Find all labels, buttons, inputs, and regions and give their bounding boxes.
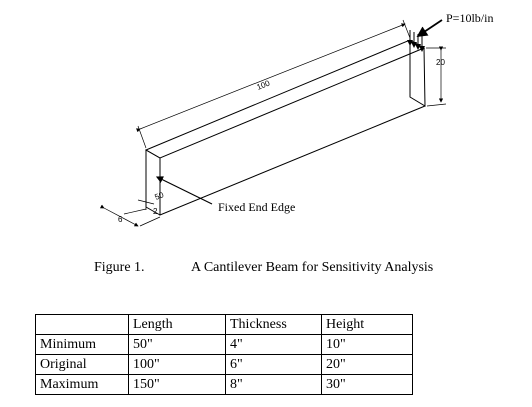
- table-row-minimum: Minimum 50" 4" 10": [35, 334, 413, 355]
- end-small-dim-label: 2: [153, 207, 158, 216]
- load-pointer-arrow: [416, 19, 443, 37]
- table-row-original: Original 100" 6" 20": [35, 354, 413, 375]
- thickness-dimension: [99, 204, 161, 227]
- height-dimension: [426, 46, 447, 107]
- table-header-row: Length Thickness Height: [35, 314, 413, 335]
- row-label: Minimum: [35, 334, 129, 355]
- height-cell: 30": [321, 374, 413, 395]
- beam-body: [144, 39, 426, 216]
- row-label: Original: [35, 354, 129, 375]
- thickness-cell: 6": [225, 354, 322, 375]
- header-cell-blank: [35, 314, 129, 335]
- row-label: Maximum: [35, 374, 129, 395]
- fixed-edge-arrow: [155, 176, 213, 205]
- length-cell: 100": [128, 354, 226, 375]
- height-cell: 20": [321, 354, 413, 375]
- thickness-cell: 4": [225, 334, 322, 355]
- length-cell: 50": [128, 334, 226, 355]
- length-dimension: [135, 19, 411, 149]
- height-dim-label: 20: [436, 58, 445, 67]
- thickness-cell: 8": [225, 374, 322, 395]
- header-cell-length: Length: [128, 314, 226, 335]
- parameter-table: Length Thickness Height Minimum 50" 4" 1…: [35, 314, 413, 395]
- header-cell-height: Height: [321, 314, 413, 335]
- caption-title: A Cantilever Beam for Sensitivity Analys…: [191, 260, 434, 275]
- fixed-edge-label: Fixed End Edge: [218, 200, 295, 214]
- header-cell-thickness: Thickness: [225, 314, 322, 335]
- end-dimension: [137, 192, 155, 210]
- thickness-dim-label: 6: [118, 215, 123, 224]
- table-row-maximum: Maximum 150" 8" 30": [35, 374, 413, 395]
- end-height-dim-label: 50: [153, 190, 165, 202]
- figure-caption: Figure 1. A Cantilever Beam for Sensitiv…: [94, 259, 433, 277]
- height-cell: 10": [321, 334, 413, 355]
- caption-number: Figure 1.: [94, 260, 145, 275]
- length-dim-label: 100: [255, 78, 271, 91]
- beam-figure: 100 20 6 50 2 Fixed End Edge P=10lb/in: [99, 11, 493, 227]
- length-cell: 150": [128, 374, 226, 395]
- load-label: P=10lb/in: [446, 11, 493, 25]
